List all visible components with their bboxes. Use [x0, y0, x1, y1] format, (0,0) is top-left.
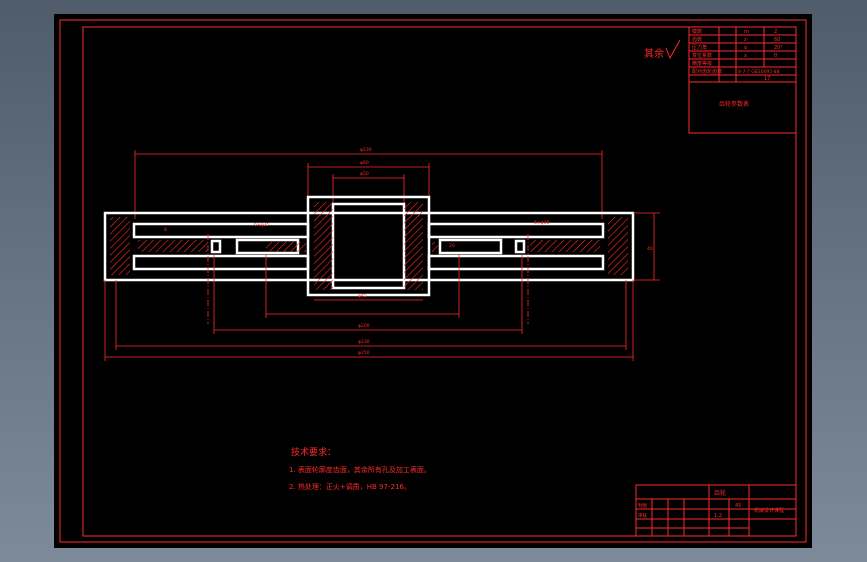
dim-d6: φ230: [358, 339, 370, 345]
inner-frame: [82, 26, 797, 537]
param-label-4: 精度等级: [692, 60, 712, 67]
notes-title: 技术要求：: [291, 446, 336, 458]
title-block: [635, 484, 797, 537]
dim-width: 40: [647, 246, 653, 252]
param-label-0: 模数: [692, 28, 702, 35]
param-label-3: 变位系数: [692, 52, 712, 59]
param-value-0: 2: [774, 29, 777, 35]
roughness-symbol: [665, 39, 681, 60]
gear-drawing: 模数 齿数 压力角 变位系数 精度等级 配对齿轮齿数 m z α x 2 60 …: [59, 19, 807, 543]
cad-viewport[interactable]: 模数 齿数 压力角 变位系数 精度等级 配对齿轮齿数 m z α x 2 60 …: [54, 14, 812, 548]
title-company: 机械设计课程: [754, 507, 784, 514]
dim-d1: φ230: [360, 147, 372, 153]
hatch-rim-left: [110, 217, 130, 275]
hatch-web-right-b: [432, 242, 438, 252]
dim-d5: φ200: [358, 323, 370, 329]
param-label-2: 压力角: [692, 44, 707, 51]
param-value-1: 60: [774, 37, 780, 43]
title-material: 45: [735, 503, 741, 509]
param-value-3: 0: [774, 53, 777, 59]
hatch-hub-right: [404, 202, 423, 290]
outer-frame: [59, 19, 807, 543]
param-symbol-3: x: [744, 53, 747, 59]
dim-web: 8: [164, 227, 167, 233]
hatch-hub-left: [314, 202, 333, 290]
title-drawer: 制图: [638, 502, 647, 509]
title-checker: 审核: [638, 512, 647, 519]
title-drawing-name: 齿轮: [714, 489, 726, 497]
param-value-2: 20°: [774, 45, 783, 51]
hatch-rim-right: [608, 217, 628, 275]
bottom-dimensions: [104, 254, 634, 361]
param-symbol-1: z: [744, 37, 747, 43]
param-value-5: 17: [764, 76, 770, 82]
dim-hole1: 6×φ35: [254, 222, 269, 228]
dim-d3: φ50: [360, 171, 369, 177]
param-label-5: 配对齿轮齿数: [692, 68, 722, 75]
param-symbol-0: m: [744, 29, 749, 35]
dim-d4: φ45: [358, 293, 367, 299]
param-label-1: 齿数: [692, 36, 702, 43]
param-table: [688, 26, 797, 134]
notes-line2: 2. 热处理：正火+调质，HB 97-216。: [289, 482, 411, 491]
dim-hub: 20: [449, 243, 455, 249]
dim-d7: φ250: [358, 350, 370, 356]
param-symbol-2: α: [744, 45, 748, 51]
roughness-label: 其余: [644, 47, 664, 60]
hatch-web-left-a: [138, 240, 208, 252]
dim-d2: φ80: [360, 160, 369, 166]
notes-line1: 1. 表面轮廓度齿面，其余所有孔及加工表面。: [289, 465, 431, 474]
hatch-web-right-a: [530, 240, 600, 252]
dim-hole2: 6×φ35: [534, 220, 549, 226]
title-scale: 1:2: [714, 513, 722, 519]
table-title: 齿轮参数表: [719, 100, 749, 108]
hatch-web-left-b: [266, 242, 306, 252]
param-value-4: 8-7-7 GB10095-88: [738, 69, 780, 75]
